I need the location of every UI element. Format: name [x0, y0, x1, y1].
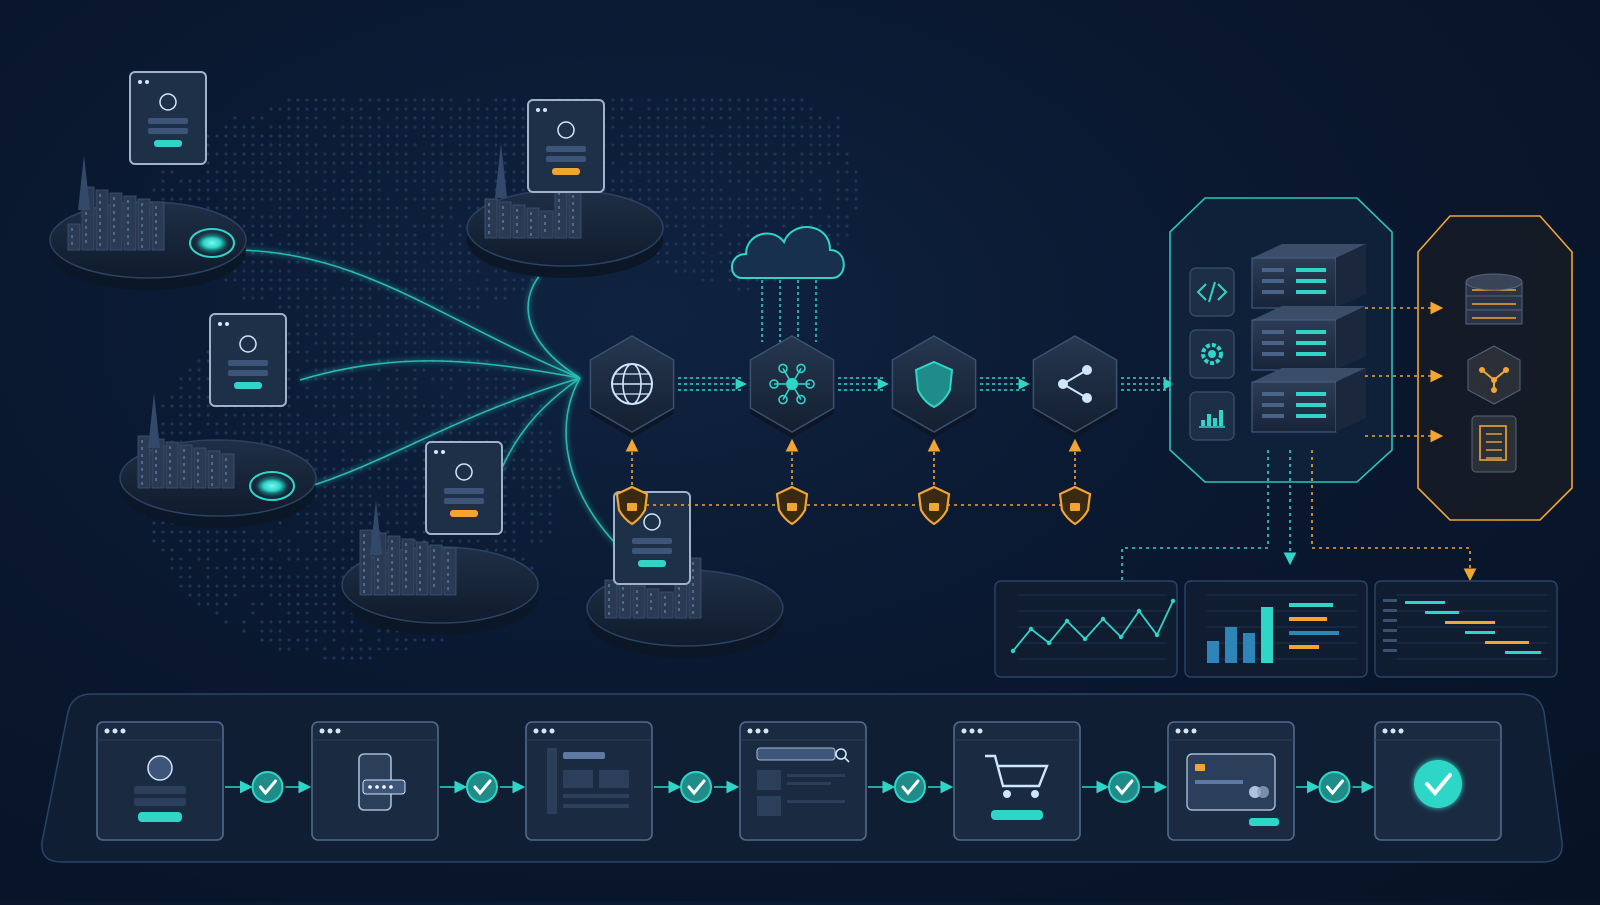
code-icon — [1189, 267, 1235, 317]
city-new-york — [49, 71, 247, 290]
check-circle-icon — [1414, 760, 1462, 808]
storage-links — [1365, 301, 1444, 443]
cloud-icon — [731, 226, 845, 342]
city-city-4 — [341, 441, 539, 635]
search-step — [739, 721, 867, 841]
security-guards — [615, 438, 1092, 526]
search-icon — [756, 747, 850, 816]
server-rack-2 — [1251, 306, 1366, 371]
cart-icon — [985, 754, 1049, 820]
analytics-panels — [994, 580, 1558, 678]
server-rack-3 — [1251, 368, 1366, 433]
step-check-icon — [440, 771, 526, 803]
city-asia — [586, 491, 784, 658]
step-check-icon — [225, 771, 312, 803]
analytics-links — [1121, 450, 1477, 584]
statue-of-liberty-icon — [67, 155, 165, 251]
gear-icon — [1189, 329, 1235, 379]
globe-icon — [611, 363, 653, 405]
user-avatar-icon — [134, 755, 186, 822]
processing-pipeline — [589, 335, 1175, 438]
server-rack-1 — [1251, 244, 1366, 309]
skyscraper-icon — [359, 500, 457, 596]
share-icon — [1058, 365, 1092, 403]
guard-3 — [917, 438, 951, 526]
security-node — [891, 335, 977, 438]
pipeline-link — [838, 377, 889, 391]
login-window — [527, 99, 605, 193]
shield-lock-icon — [1058, 485, 1092, 526]
gantt-chart-panel — [1374, 580, 1558, 678]
login-window — [425, 441, 503, 535]
network-node — [749, 335, 835, 438]
line-chart-panel — [994, 580, 1178, 678]
guard-4 — [1058, 438, 1092, 526]
dashboard-icon — [547, 748, 629, 814]
pipeline-link — [678, 377, 747, 391]
server-cluster — [1169, 197, 1393, 483]
connection-node-icon — [189, 228, 235, 258]
credit-card-icon — [1186, 753, 1279, 826]
globe-node — [589, 335, 675, 438]
guard-2 — [775, 438, 809, 526]
success-step — [1374, 721, 1502, 841]
login-window — [209, 313, 287, 407]
city-london — [466, 99, 664, 278]
payment-step — [1167, 721, 1295, 841]
connection-node-icon — [249, 471, 295, 501]
christ-statue-icon — [137, 393, 235, 489]
share-node — [1032, 335, 1118, 438]
network-hub-icon — [769, 363, 815, 405]
storage-cluster — [1417, 215, 1573, 521]
pipeline-link — [980, 377, 1030, 391]
login-window — [129, 71, 207, 165]
shield-lock-icon — [615, 485, 649, 526]
otp-step — [311, 721, 439, 841]
document-icon — [1471, 415, 1517, 473]
shield-lock-icon — [775, 485, 809, 526]
guard-1 — [615, 438, 649, 526]
login-step — [96, 721, 224, 841]
city-rio — [119, 313, 317, 528]
phone-otp-icon — [358, 753, 406, 811]
step-check-icon — [1296, 771, 1375, 803]
city-clusters — [49, 71, 784, 658]
step-check-icon — [868, 771, 954, 803]
bar-chart-icon — [1189, 391, 1235, 441]
database-icon — [1465, 273, 1523, 325]
step-check-icon — [654, 771, 740, 803]
user-flow-steps — [96, 721, 1502, 841]
bar-chart-panel — [1184, 580, 1368, 678]
data-cube-icon — [1467, 345, 1521, 405]
step-check-icon — [1082, 771, 1168, 803]
shield-icon — [914, 360, 954, 409]
cart-step — [953, 721, 1081, 841]
shield-lock-icon — [917, 485, 951, 526]
dashboard-step — [525, 721, 653, 841]
pipeline-link — [1121, 377, 1175, 391]
